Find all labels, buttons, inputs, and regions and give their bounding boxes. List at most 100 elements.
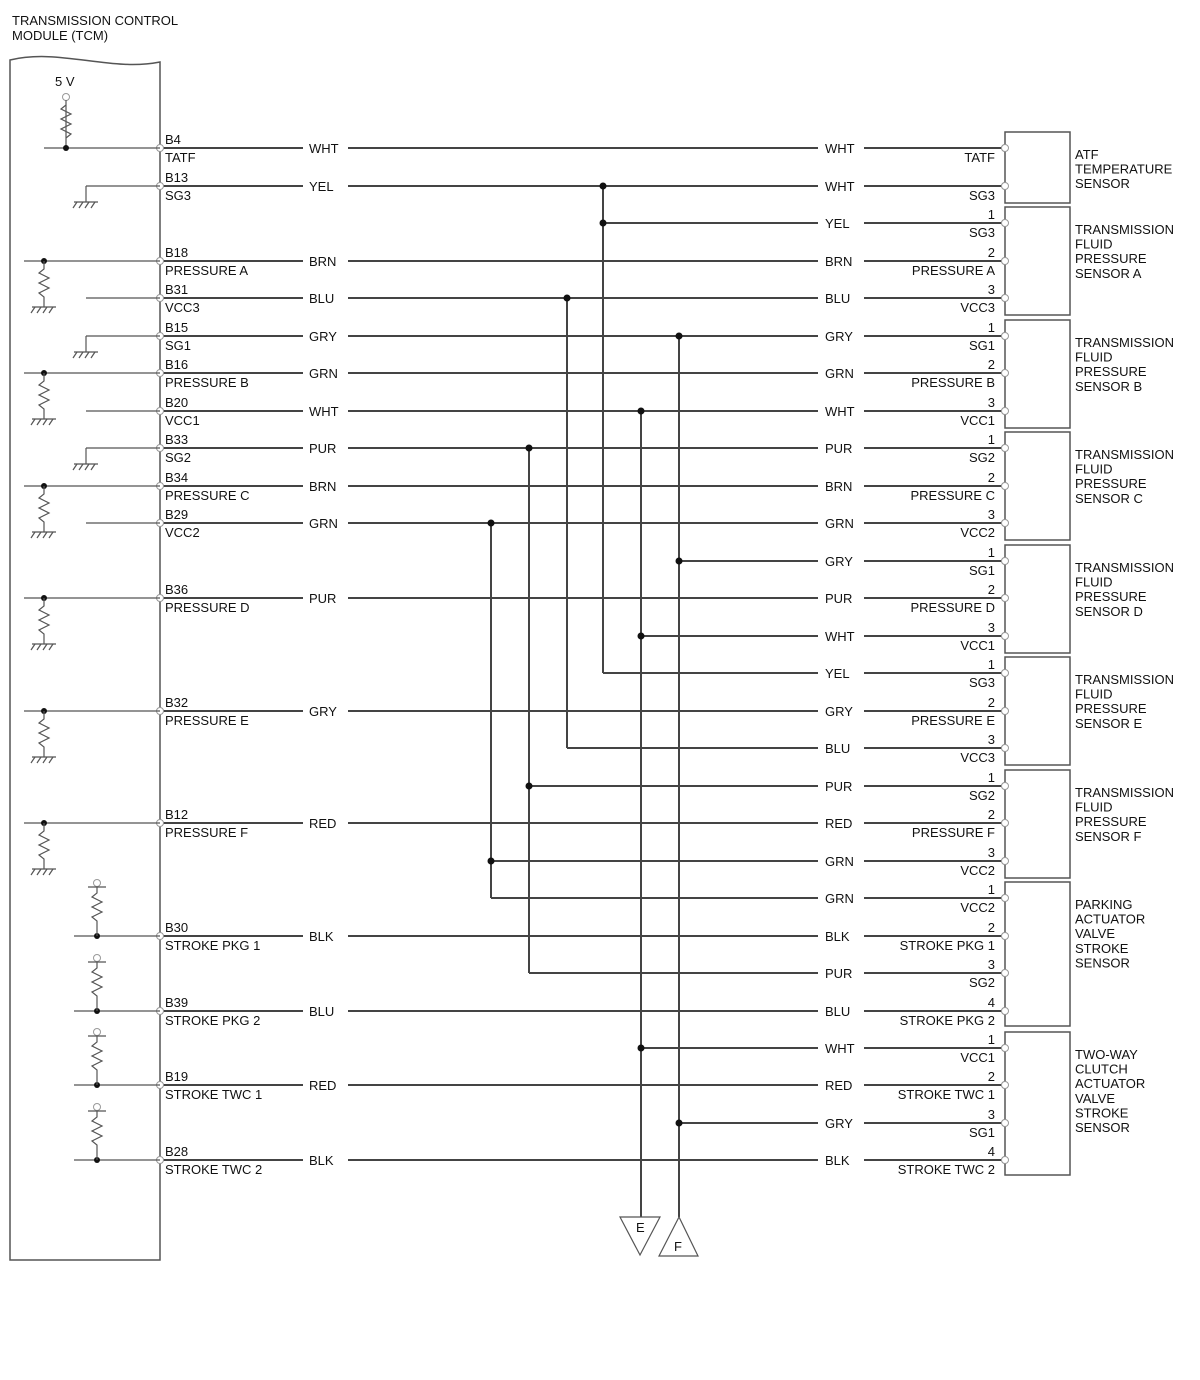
sensor-terminal-number: 2 — [988, 807, 995, 822]
sensor-terminal — [1001, 857, 1009, 865]
tcm-pin-number: B30 — [165, 920, 188, 935]
sensor-terminal — [1001, 819, 1009, 827]
tcm-wire-color: WHT — [309, 404, 339, 419]
sensor-label-line: FLUID — [1075, 800, 1113, 815]
ground-hatch — [48, 643, 54, 651]
sensor-label-line: FLUID — [1075, 687, 1113, 702]
tcm-pin-name: PRESSURE C — [165, 488, 250, 503]
sensor-terminal-name: VCC1 — [960, 1050, 995, 1065]
sensor-terminal-name: PRESSURE B — [911, 375, 995, 390]
sensor-terminal-name: STROKE TWC 1 — [898, 1087, 995, 1102]
sensor-label-line: SENSOR — [1075, 955, 1130, 970]
tcm-pin-name: PRESSURE F — [165, 825, 248, 840]
sensor-label-line: FLUID — [1075, 237, 1113, 252]
sensor-wire-color: GRY — [825, 704, 853, 719]
ground-hatch — [36, 868, 42, 876]
sensor-terminal-number: 2 — [988, 695, 995, 710]
junction-dot — [637, 1044, 645, 1052]
sensor-terminal-number: 3 — [988, 507, 995, 522]
sensor-terminal — [1001, 1081, 1009, 1089]
ground-hatch — [90, 351, 96, 359]
tcm-pin-name: PRESSURE D — [165, 600, 250, 615]
sensor-terminal — [1001, 144, 1009, 152]
tcm-pin-name: VCC2 — [165, 525, 200, 540]
sensor-label-line: FLUID — [1075, 350, 1113, 365]
sensor-terminal-number: 4 — [988, 995, 995, 1010]
ground-hatch — [42, 418, 48, 426]
ground-hatch — [48, 531, 54, 539]
pulldown-resistor — [37, 261, 51, 307]
sensor-terminal-name: VCC3 — [960, 750, 995, 765]
sensor-label-line: SENSOR — [1075, 1120, 1130, 1135]
tcm-pin-number: B4 — [165, 132, 181, 147]
tcm-pin-name: SG3 — [165, 188, 191, 203]
ground-hatch — [42, 306, 48, 314]
sensor-label-line: PRESSURE — [1075, 589, 1147, 604]
sensor-terminal-name: SG3 — [969, 188, 995, 203]
sensor-label-line: SENSOR E — [1075, 716, 1143, 731]
sensor-terminal-name: PRESSURE D — [910, 600, 995, 615]
sensor-terminal-number: 1 — [988, 770, 995, 785]
sensor-wire-color: GRN — [825, 854, 854, 869]
tcm-wire-color: BLK — [309, 929, 334, 944]
pulldown-resistor — [37, 711, 51, 757]
sensor-label-line: TRANSMISSION — [1075, 672, 1174, 687]
sensor-terminal — [1001, 969, 1009, 977]
sensor-wire-color: BLK — [825, 1153, 850, 1168]
sensor-terminal-number: 1 — [988, 432, 995, 447]
sensor-terminal — [1001, 632, 1009, 640]
sensor-box — [1004, 1031, 1071, 1176]
junction-dot — [525, 782, 533, 790]
tcm-pin-number: B16 — [165, 357, 188, 372]
sensor-wire-color: GRN — [825, 366, 854, 381]
ground-hatch — [36, 643, 42, 651]
tcm-pin-number: B28 — [165, 1144, 188, 1159]
sensor-terminal-name: PRESSURE F — [912, 825, 995, 840]
sensor-terminal — [1001, 332, 1009, 340]
sensor-label-line: VALVE — [1075, 926, 1115, 941]
ground-hatch — [84, 463, 90, 471]
sensor-label-line: SENSOR D — [1075, 604, 1143, 619]
sensor-terminal-name: SG3 — [969, 225, 995, 240]
sensor-terminal-name: SG1 — [969, 563, 995, 578]
ground-hatch — [78, 351, 84, 359]
supply-terminal — [93, 1028, 101, 1036]
sensor-terminal-name: VCC2 — [960, 525, 995, 540]
tcm-pin-name: STROKE TWC 2 — [165, 1162, 262, 1177]
sensor-terminal-name: STROKE PKG 1 — [900, 938, 995, 953]
sensor-box — [1004, 881, 1071, 1027]
tcm-pin-number: B29 — [165, 507, 188, 522]
sensor-label-line: SENSOR — [1075, 176, 1130, 191]
ground-hatch — [30, 756, 36, 764]
tcm-pin-name: VCC1 — [165, 413, 200, 428]
sensor-terminal-name: SG1 — [969, 1125, 995, 1140]
sensor-terminal — [1001, 782, 1009, 790]
offpage-connector-e — [619, 1216, 661, 1257]
tcm-pin-name: TATF — [165, 150, 196, 165]
sensor-terminal — [1001, 219, 1009, 227]
sensor-box — [1004, 656, 1071, 766]
tcm-pin-number: B39 — [165, 995, 188, 1010]
ground-hatch — [78, 201, 84, 209]
sensor-terminal-number: 3 — [988, 282, 995, 297]
tcm-pin-name: PRESSURE B — [165, 375, 249, 390]
sensor-wire-color: BLU — [825, 1004, 850, 1019]
sensor-wire-color: WHT — [825, 1041, 855, 1056]
tcm-pin-number: B15 — [165, 320, 188, 335]
ground-hatch — [48, 306, 54, 314]
sensor-wire-color: BRN — [825, 479, 852, 494]
junction-dot — [675, 557, 683, 565]
resistor-zigzag — [59, 104, 73, 139]
pullup-resistor — [90, 1111, 104, 1160]
ground-hatch — [30, 306, 36, 314]
sensor-terminal — [1001, 707, 1009, 715]
sensor-terminal-number: 3 — [988, 845, 995, 860]
tcm-pin-name: PRESSURE A — [165, 263, 248, 278]
tcm-pin-name: STROKE PKG 2 — [165, 1013, 260, 1028]
pulldown-resistor — [37, 373, 51, 419]
ground-hatch — [72, 463, 78, 471]
supply-5v-terminal — [62, 93, 70, 101]
sensor-terminal — [1001, 1044, 1009, 1052]
sensor-wire-color: PUR — [825, 591, 852, 606]
